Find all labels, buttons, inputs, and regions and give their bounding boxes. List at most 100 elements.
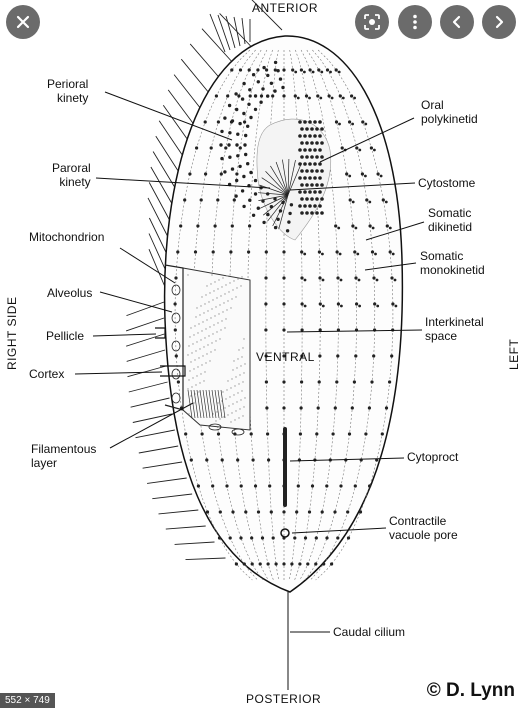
kinetid — [282, 510, 286, 514]
label-cytostome: Cytostome — [418, 176, 476, 190]
kinetid — [384, 200, 388, 204]
close-button[interactable] — [6, 5, 40, 39]
kinetid — [238, 68, 243, 72]
kinetid — [265, 406, 269, 410]
kinetid — [330, 562, 334, 566]
kinetid — [224, 146, 228, 150]
filament — [199, 389, 205, 419]
kinetid — [259, 94, 264, 98]
kinetid — [357, 278, 361, 282]
more-icon — [413, 14, 417, 30]
stipple-dot — [224, 327, 226, 329]
filament — [214, 389, 220, 419]
perioral-dot — [248, 88, 252, 92]
lens-icon — [364, 14, 380, 30]
oral-dot — [315, 141, 319, 145]
oral-dot — [315, 155, 319, 159]
stipple-dot — [202, 321, 204, 323]
kinetid — [338, 252, 342, 256]
more-options-button[interactable] — [398, 5, 432, 39]
kinetid — [325, 68, 330, 72]
stipple-dot — [241, 390, 243, 392]
kinetid — [348, 174, 352, 178]
label-oral-polykinetid: Oral polykinetid — [421, 98, 478, 126]
oral-dot — [308, 176, 312, 180]
stipple-dot — [208, 335, 210, 337]
stipple-dot — [204, 337, 206, 339]
stipple-dot — [238, 383, 240, 385]
oral-dot — [298, 204, 302, 208]
stipple-dot — [213, 290, 215, 292]
stipple-dot — [193, 402, 195, 404]
kinetid — [351, 200, 355, 204]
kinetid — [346, 536, 351, 540]
oral-dot — [305, 183, 309, 187]
kinetid — [391, 252, 395, 256]
lens-button[interactable] — [355, 5, 389, 39]
cilium — [132, 413, 172, 423]
kinetid — [209, 146, 213, 150]
cilium — [147, 477, 187, 484]
cilium — [130, 397, 170, 408]
kinetid — [318, 328, 322, 332]
label-somatic-dikinetid: Somatic dikinetid — [428, 206, 473, 234]
perioral-dot — [240, 189, 245, 193]
kinetid — [247, 250, 251, 254]
cilium — [225, 15, 236, 49]
kinetid — [203, 120, 207, 124]
stipple-dot — [240, 285, 242, 287]
perioral-dot — [287, 220, 291, 224]
cilium — [173, 74, 203, 111]
perioral-dot — [242, 204, 246, 209]
stipple-dot — [216, 297, 218, 299]
stipple-dot — [189, 336, 191, 338]
stipple-dot — [216, 331, 218, 333]
kinetid — [249, 432, 253, 436]
kinetid — [239, 484, 243, 488]
stipple-dot — [223, 302, 225, 304]
stipple-dot — [217, 322, 219, 324]
oral-dot — [313, 190, 317, 194]
perioral-dot — [249, 115, 253, 120]
kinetid — [250, 562, 254, 566]
stipple-dot — [205, 362, 207, 364]
oral-dot — [315, 211, 319, 215]
kinetid — [354, 226, 358, 230]
kinetid — [354, 276, 358, 280]
stipple-dot — [238, 349, 240, 351]
oral-polykinetid-dots — [298, 120, 324, 215]
oral-dot — [310, 183, 314, 187]
stipple-dot — [235, 296, 237, 298]
stipple-dot — [224, 293, 226, 295]
oral-dot — [310, 211, 314, 215]
stipple-dot — [237, 392, 239, 394]
perioral-dot — [242, 174, 246, 179]
kinetid — [390, 354, 394, 358]
paroral-ray — [267, 194, 289, 222]
next-button[interactable] — [482, 5, 516, 39]
stipple-dot — [226, 275, 228, 277]
oral-dot — [313, 162, 317, 166]
stipple-dot — [219, 304, 221, 306]
oral-dot — [320, 183, 324, 187]
kinetid — [296, 484, 300, 488]
kinetid — [358, 510, 363, 514]
perioral-dot — [235, 178, 239, 183]
oral-dot — [308, 134, 312, 138]
oral-dot — [305, 169, 309, 173]
kinetid — [372, 276, 376, 280]
kinetid — [173, 328, 177, 332]
stipple-dot — [239, 374, 241, 376]
kinetid — [282, 328, 286, 332]
stipple-dot — [196, 375, 198, 377]
kinetid — [274, 562, 278, 566]
previous-button[interactable] — [440, 5, 474, 39]
oral-dot — [303, 190, 307, 194]
oral-dot — [305, 197, 309, 201]
kinetid — [376, 304, 380, 308]
perioral-dot — [234, 92, 238, 96]
stipple-dot — [241, 276, 243, 278]
perioral-dot — [219, 143, 223, 147]
chevron-right-icon — [495, 15, 504, 29]
image-dimensions: 552 × 749 — [0, 693, 55, 708]
